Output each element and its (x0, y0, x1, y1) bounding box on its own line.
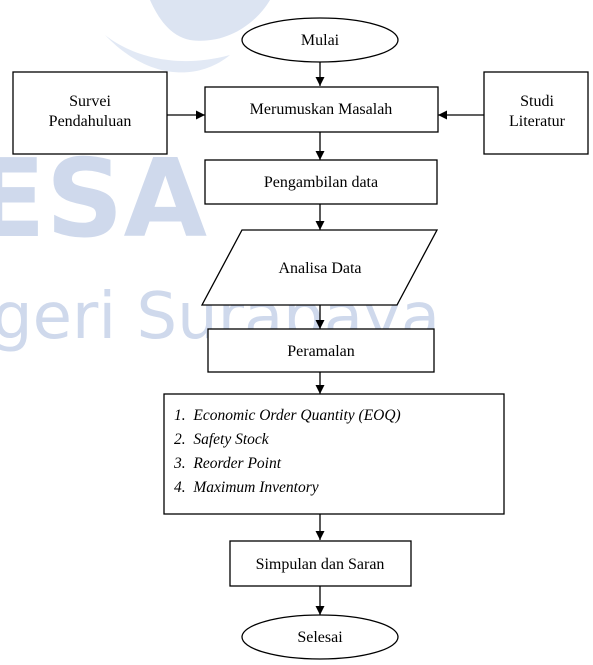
node-end: Selesai (241, 614, 399, 660)
forecast-box (207, 328, 435, 373)
conclusion-label: Simpulan dan Saran (256, 556, 385, 573)
node-conclusion: Simpulan dan Saran (229, 540, 412, 587)
node-start: Mulai (241, 17, 399, 63)
literature-label-line2: Literatur (509, 113, 566, 130)
analyze-label: Analisa Data (278, 260, 361, 277)
end-terminator (241, 614, 399, 660)
watermark-line1: ESA (0, 137, 208, 262)
methods-item-1: 1. Economic Order Quantity (EOQ) (174, 407, 401, 424)
node-collect: Pengambilan data (204, 159, 438, 205)
conclusion-box (229, 540, 412, 587)
forecast-label: Peramalan (287, 343, 355, 360)
literature-label-line1: Studi (520, 93, 554, 110)
node-forecast: Peramalan (207, 328, 435, 373)
node-literature: Studi Literatur (483, 71, 589, 155)
node-methods: 1. Economic Order Quantity (EOQ) 2. Safe… (163, 393, 505, 515)
methods-item-4: 4. Maximum Inventory (174, 479, 319, 496)
start-label: Mulai (301, 32, 340, 49)
methods-item-3: 3. Reorder Point (173, 455, 282, 472)
watermark-logo-wave (105, 35, 230, 73)
formulate-box (204, 86, 439, 133)
start-terminator (241, 17, 399, 63)
survey-label-line2: Pendahuluan (49, 113, 132, 130)
node-survey: Survei Pendahuluan (12, 71, 168, 155)
end-label: Selesai (297, 629, 343, 646)
collect-box (204, 159, 438, 205)
collect-label: Pengambilan data (264, 174, 378, 191)
methods-box (163, 393, 505, 515)
survey-box (12, 71, 168, 155)
survey-label-line1: Survei (69, 93, 111, 110)
edges (167, 62, 484, 615)
node-analyze: Analisa Data (200, 229, 439, 306)
literature-box (483, 71, 589, 155)
analyze-parallelogram (200, 229, 439, 306)
methods-item-2: 2. Safety Stock (174, 431, 270, 448)
watermark-logo (150, 0, 270, 41)
formulate-label: Merumuskan Masalah (250, 101, 393, 118)
node-formulate: Merumuskan Masalah (204, 86, 439, 133)
